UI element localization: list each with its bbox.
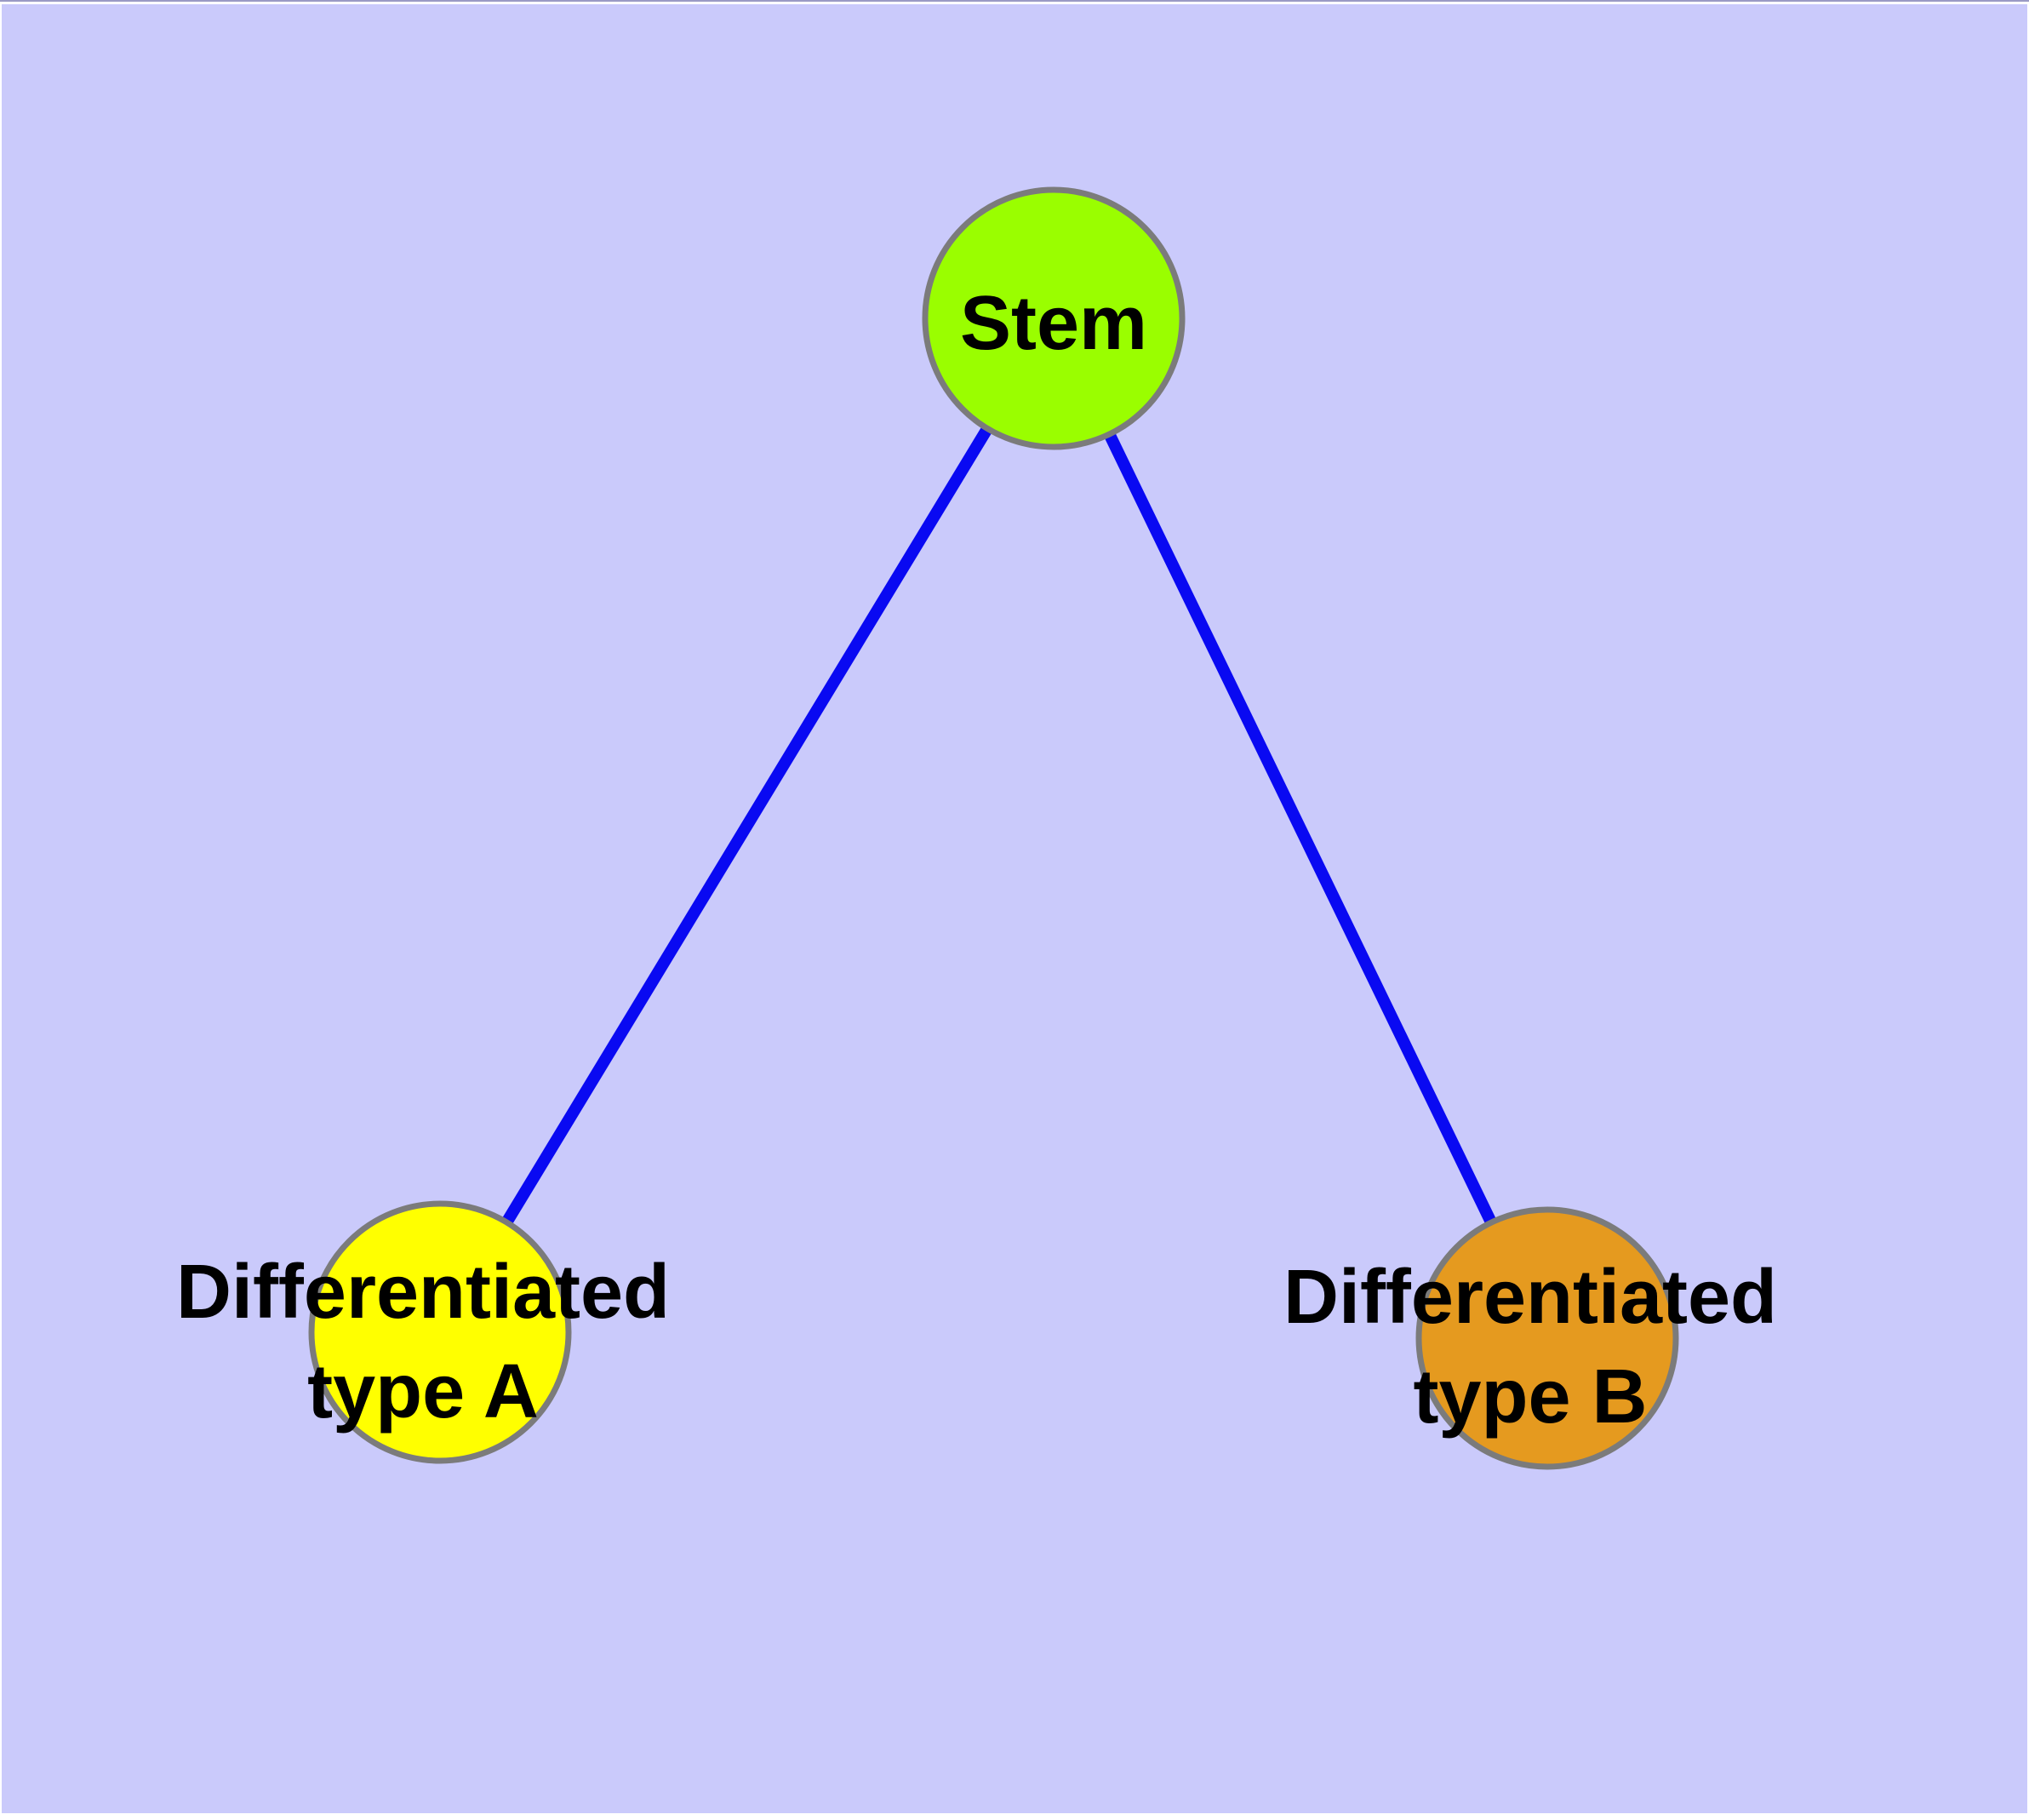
node-stem-label: Stem [960,281,1147,366]
node-type-a-label-line1: Differentiated [176,1250,670,1335]
node-differentiated-type-b [1415,1206,1679,1470]
edge-stem-to-type-a [435,316,1059,1336]
node-type-b-label-line2: type B [1413,1354,1647,1439]
top-edge-line [0,0,2029,2]
node-stem [922,186,1186,450]
node-type-b-label-line1: Differentiated [1283,1255,1777,1340]
edge-stem-to-type-b [1048,316,1553,1342]
node-differentiated-type-a [308,1200,572,1464]
node-type-a-label-line2: type A [307,1349,539,1434]
